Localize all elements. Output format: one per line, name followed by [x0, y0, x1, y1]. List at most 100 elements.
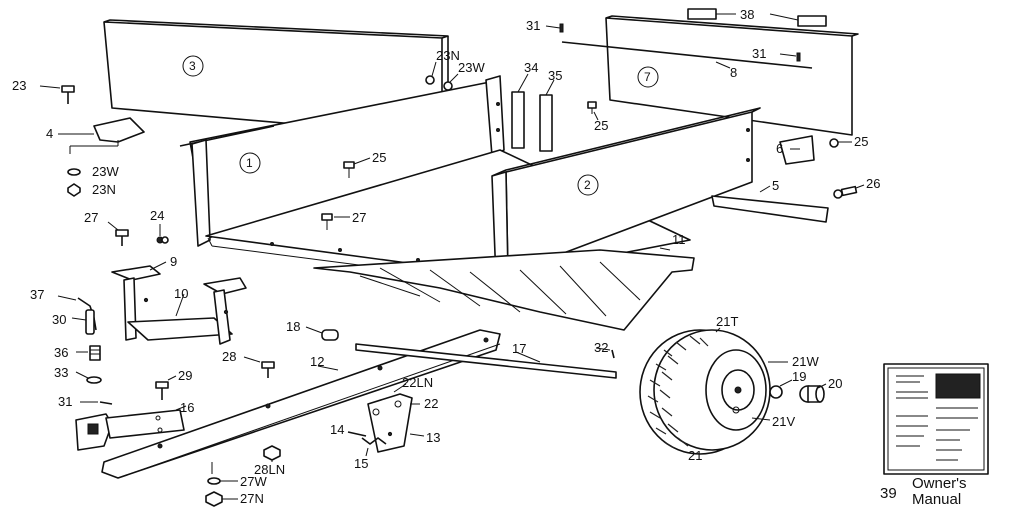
part-label-37: 37	[30, 287, 44, 302]
axle-17	[355, 343, 617, 379]
bolt-28	[261, 361, 275, 378]
pad-38-left	[687, 8, 717, 20]
part-label-4: 4	[46, 126, 53, 141]
panel-2	[491, 107, 761, 281]
bracket-4	[93, 117, 145, 143]
manual-title-line1: Owner's	[912, 475, 967, 492]
part-label-27-left: 27	[84, 210, 98, 225]
lever-bracket-13	[367, 393, 413, 453]
hub-20	[799, 385, 825, 403]
wheel-21	[639, 329, 771, 455]
underbody-11	[313, 247, 695, 331]
manual-part-number: 39	[880, 485, 897, 502]
spring-36	[89, 345, 101, 361]
part-label-12: 12	[310, 354, 324, 369]
part-label-25-c: 25	[854, 134, 868, 149]
clip-31-left	[99, 401, 113, 405]
bracket-6	[779, 135, 815, 165]
part-label-23n-bottom: 23N	[92, 182, 116, 197]
part-label-14: 14	[330, 422, 344, 437]
bolt-25-center	[343, 161, 355, 178]
part-label-21t: 21T	[716, 314, 738, 329]
bolt-27-center	[321, 213, 333, 230]
part-label-28: 28	[222, 349, 236, 364]
part-label-36: 36	[54, 345, 68, 360]
pad-38-right	[797, 15, 827, 27]
part-label-27-mid: 27	[352, 210, 366, 225]
rail-5	[711, 195, 829, 223]
part-label-2: 2	[584, 178, 591, 192]
part-label-27n: 27N	[240, 491, 264, 506]
part-label-21v: 21V	[772, 414, 795, 429]
rod-14	[347, 431, 367, 437]
part-label-32: 32	[594, 340, 608, 355]
owners-manual-39	[883, 363, 989, 475]
frame-rail-12	[101, 329, 501, 479]
hitch-bracket-9-10	[111, 265, 247, 345]
manual-title-line2: Manual	[912, 491, 961, 508]
part-label-33: 33	[54, 365, 68, 380]
part-label-31-mid: 31	[752, 46, 766, 61]
nut-23n-bottom	[67, 183, 81, 197]
clip-24	[156, 236, 169, 244]
part-label-27w: 27W	[240, 474, 267, 489]
part-label-25-a: 25	[594, 118, 608, 133]
cotter-32	[611, 349, 615, 359]
part-label-18: 18	[286, 319, 300, 334]
part-label-11: 11	[672, 232, 686, 247]
part-label-23: 23	[12, 78, 26, 93]
part-label-21: 21	[688, 448, 702, 463]
washer-27w	[207, 477, 221, 485]
part-label-31-left: 31	[58, 394, 72, 409]
nut-27n	[205, 491, 223, 507]
part-label-13: 13	[426, 430, 440, 445]
clip-31-top	[559, 23, 564, 33]
part-label-17: 17	[512, 341, 526, 356]
bracket-35	[539, 94, 553, 152]
pin-30	[85, 309, 95, 335]
bolt-26	[833, 185, 858, 199]
part-label-23w-top: 23W	[458, 60, 485, 75]
bracket-34	[511, 91, 525, 149]
bolt-23	[61, 85, 75, 104]
washer-33	[86, 376, 102, 384]
part-label-22ln: 22LN	[402, 375, 433, 390]
part-label-8: 8	[730, 65, 737, 80]
part-label-5: 5	[772, 178, 779, 193]
panel-7	[605, 15, 859, 136]
rod-8	[561, 41, 813, 69]
bolt-27-left	[115, 229, 129, 246]
nut-28ln	[263, 445, 281, 461]
part-label-23w-bottom: 23W	[92, 164, 119, 179]
part-label-23n-top: 23N	[436, 48, 460, 63]
spring-15	[361, 437, 387, 445]
part-label-35: 35	[548, 68, 562, 83]
part-label-20: 20	[828, 376, 842, 391]
part-label-22: 22	[424, 396, 438, 411]
part-label-9: 9	[170, 254, 177, 269]
part-label-7: 7	[644, 70, 651, 84]
part-label-29: 29	[178, 368, 192, 383]
part-label-28ln: 28LN	[254, 462, 285, 477]
part-label-21w: 21W	[792, 354, 819, 369]
part-label-24: 24	[150, 208, 164, 223]
part-label-19: 19	[792, 369, 806, 384]
spacer-18	[321, 329, 339, 341]
part-label-31-top: 31	[526, 18, 540, 33]
part-label-15: 15	[354, 456, 368, 471]
washer-23w-bottom	[67, 168, 81, 176]
clip-31-mid	[796, 52, 801, 62]
part-label-34: 34	[524, 60, 538, 75]
part-label-26: 26	[866, 176, 880, 191]
nut-23n-top	[425, 75, 435, 85]
bolt-29	[155, 381, 169, 400]
bolt-25-right	[829, 138, 839, 148]
part-label-1: 1	[246, 156, 253, 170]
part-label-6: 6	[776, 141, 783, 156]
part-label-16: 16	[180, 400, 194, 415]
part-label-10: 10	[174, 286, 188, 301]
part-label-38: 38	[740, 7, 754, 22]
part-label-3: 3	[189, 59, 196, 73]
bearing-19	[769, 385, 783, 399]
